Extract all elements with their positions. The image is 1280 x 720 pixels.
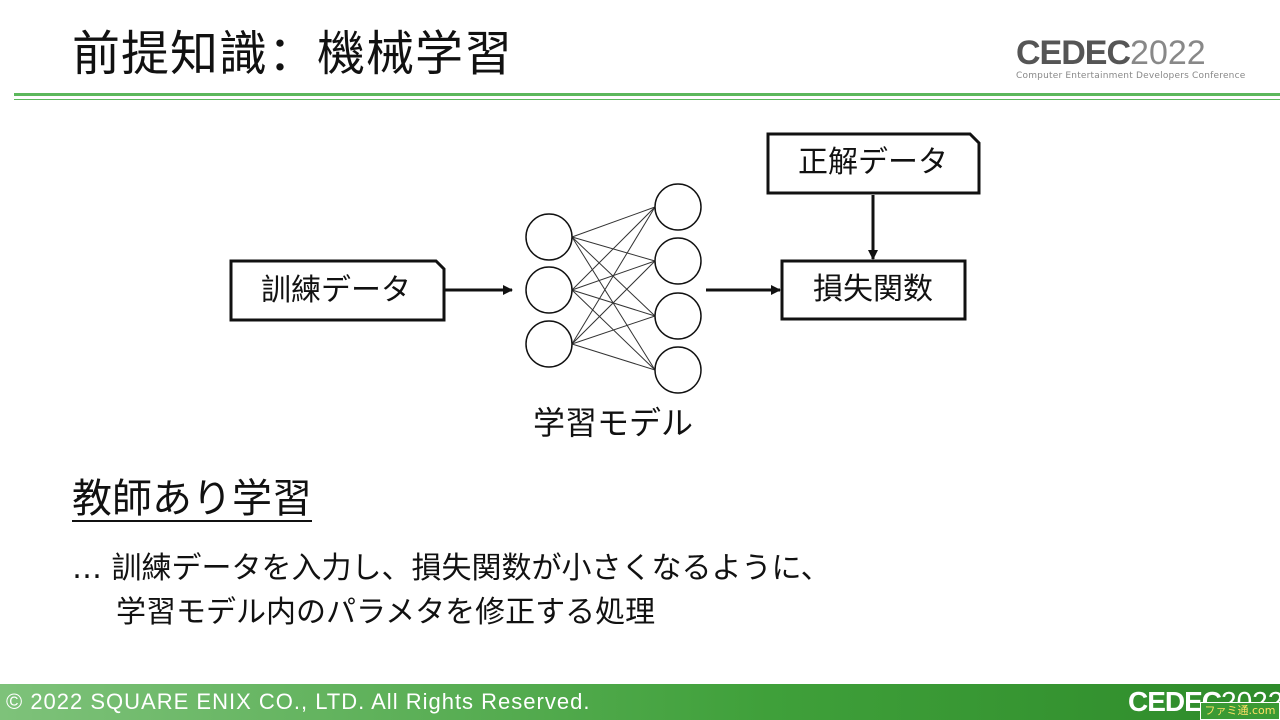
model-label: 学習モデル bbox=[533, 404, 693, 442]
output-node bbox=[654, 346, 702, 394]
body-text-line-1: … 訓練データを入力し、損失関数が小さくなるように、 bbox=[72, 551, 831, 586]
section-heading: 教師あり学習 bbox=[72, 476, 312, 522]
input-node bbox=[525, 320, 573, 368]
input-node bbox=[525, 266, 573, 314]
output-layer bbox=[654, 183, 702, 394]
copyright-text: © 2022 SQUARE ENIX CO., LTD. All Rights … bbox=[6, 689, 591, 714]
network-edges bbox=[571, 206, 656, 371]
title-divider-thick bbox=[14, 93, 1280, 96]
cedec-logo-wordmark: CEDEC2022 bbox=[1016, 36, 1226, 70]
ground-truth-box: 正解データ bbox=[766, 132, 981, 195]
loss-function-label: 損失関数 bbox=[813, 272, 933, 307]
training-data-label: 訓練データ bbox=[261, 273, 411, 308]
title-divider-thin bbox=[14, 99, 1280, 100]
output-node bbox=[654, 183, 702, 231]
body-text-line-2: 学習モデル内のパラメタを修正する処理 bbox=[116, 595, 656, 630]
cedec-logo-subtitle: Computer Entertainment Developers Confer… bbox=[1016, 71, 1246, 81]
loss-function-box: 損失関数 bbox=[780, 259, 967, 321]
input-layer bbox=[525, 213, 573, 368]
training-data-box: 訓練データ bbox=[229, 259, 446, 322]
slide-title: 前提知識：機械学習 bbox=[72, 26, 514, 82]
watermark-badge: ファミ通.com bbox=[1200, 702, 1280, 720]
cedec-logo-year: 2022 bbox=[1130, 34, 1206, 72]
footer-bar: © 2022 SQUARE ENIX CO., LTD. All Rights … bbox=[0, 684, 1280, 720]
output-node bbox=[654, 237, 702, 285]
cedec-logo-bold: CEDEC bbox=[1016, 34, 1131, 72]
cedec-logo: CEDEC2022 Computer Entertainment Develop… bbox=[1016, 36, 1246, 82]
output-node bbox=[654, 292, 702, 340]
input-node bbox=[525, 213, 573, 261]
ground-truth-label: 正解データ bbox=[798, 145, 948, 180]
